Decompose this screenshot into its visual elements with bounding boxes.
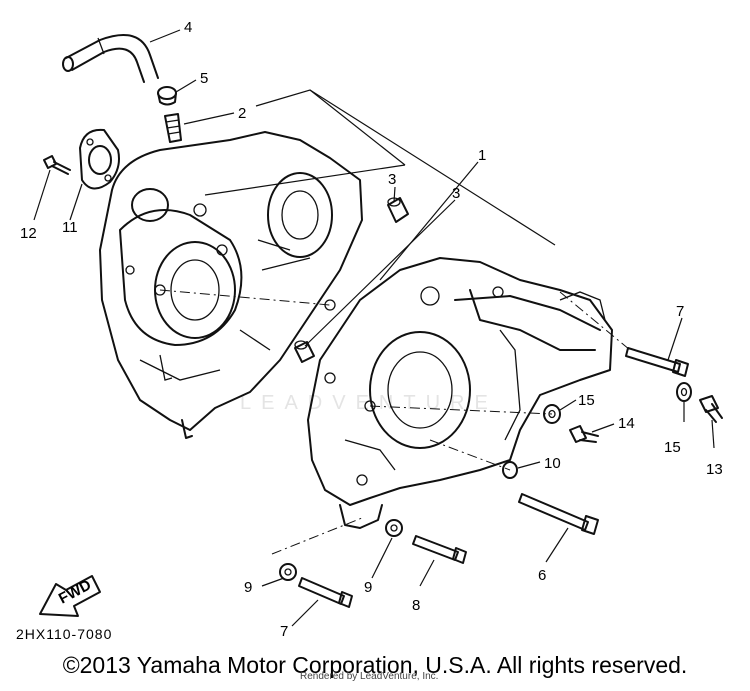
callout-2: 2 bbox=[238, 105, 246, 122]
callout-13: 13 bbox=[706, 461, 723, 478]
callout-numbers: 4 5 2 1 3 3 12 11 7 15 14 15 13 10 6 9 8… bbox=[20, 19, 723, 640]
callout-12: 12 bbox=[20, 225, 37, 242]
fwd-arrow-icon: FWD bbox=[39, 575, 101, 617]
callout-6: 6 bbox=[538, 567, 546, 584]
callout-5: 5 bbox=[200, 70, 208, 87]
callout-7-lower: 7 bbox=[280, 623, 288, 640]
fwd-label: FWD bbox=[56, 576, 94, 607]
callout-10: 10 bbox=[544, 455, 561, 472]
bolt-13 bbox=[699, 395, 723, 423]
callout-15-right: 15 bbox=[664, 439, 681, 456]
callout-9-center: 9 bbox=[364, 579, 372, 596]
washer-15-right bbox=[676, 382, 692, 402]
copyright-notice: ©2013 Yamaha Motor Corporation, U.S.A. A… bbox=[62, 652, 688, 678]
washer-9-center bbox=[385, 519, 403, 537]
bolt-12-part bbox=[43, 155, 71, 175]
callout-8: 8 bbox=[412, 597, 420, 614]
left-crankcase-half bbox=[99, 131, 363, 439]
callout-9-lower: 9 bbox=[244, 579, 252, 596]
hose-part bbox=[62, 34, 159, 83]
diagram-part-code: 2HX110-7080 bbox=[16, 626, 113, 642]
bolt-14 bbox=[569, 425, 599, 443]
callout-1: 1 bbox=[478, 147, 486, 164]
callout-11: 11 bbox=[62, 219, 78, 236]
callout-14: 14 bbox=[618, 415, 635, 432]
callout-3-lower: 3 bbox=[452, 185, 460, 202]
callout-3-upper: 3 bbox=[388, 171, 396, 188]
dowel-pin-upper bbox=[387, 197, 409, 223]
callout-15-left: 15 bbox=[578, 392, 595, 409]
callout-4: 4 bbox=[184, 19, 192, 36]
callout-leader-lines bbox=[33, 29, 715, 627]
bolt-7-upper bbox=[625, 347, 689, 377]
render-credit: Rendered by LeadVenture, Inc. bbox=[300, 671, 439, 682]
right-crankcase-half bbox=[307, 257, 613, 529]
nipple-fitting-part bbox=[164, 113, 182, 143]
bolt-6 bbox=[518, 493, 599, 535]
clip-part bbox=[157, 86, 177, 106]
washer-9-lower bbox=[279, 563, 297, 581]
dowel-pin-lower bbox=[294, 340, 315, 363]
bolt-8 bbox=[412, 535, 467, 564]
assembly-axis-lines bbox=[159, 289, 631, 555]
gasket-plate-part bbox=[79, 128, 120, 190]
callout-7-upper: 7 bbox=[676, 303, 684, 320]
o-ring-10 bbox=[502, 461, 518, 479]
bolt-7-lower bbox=[298, 577, 353, 608]
